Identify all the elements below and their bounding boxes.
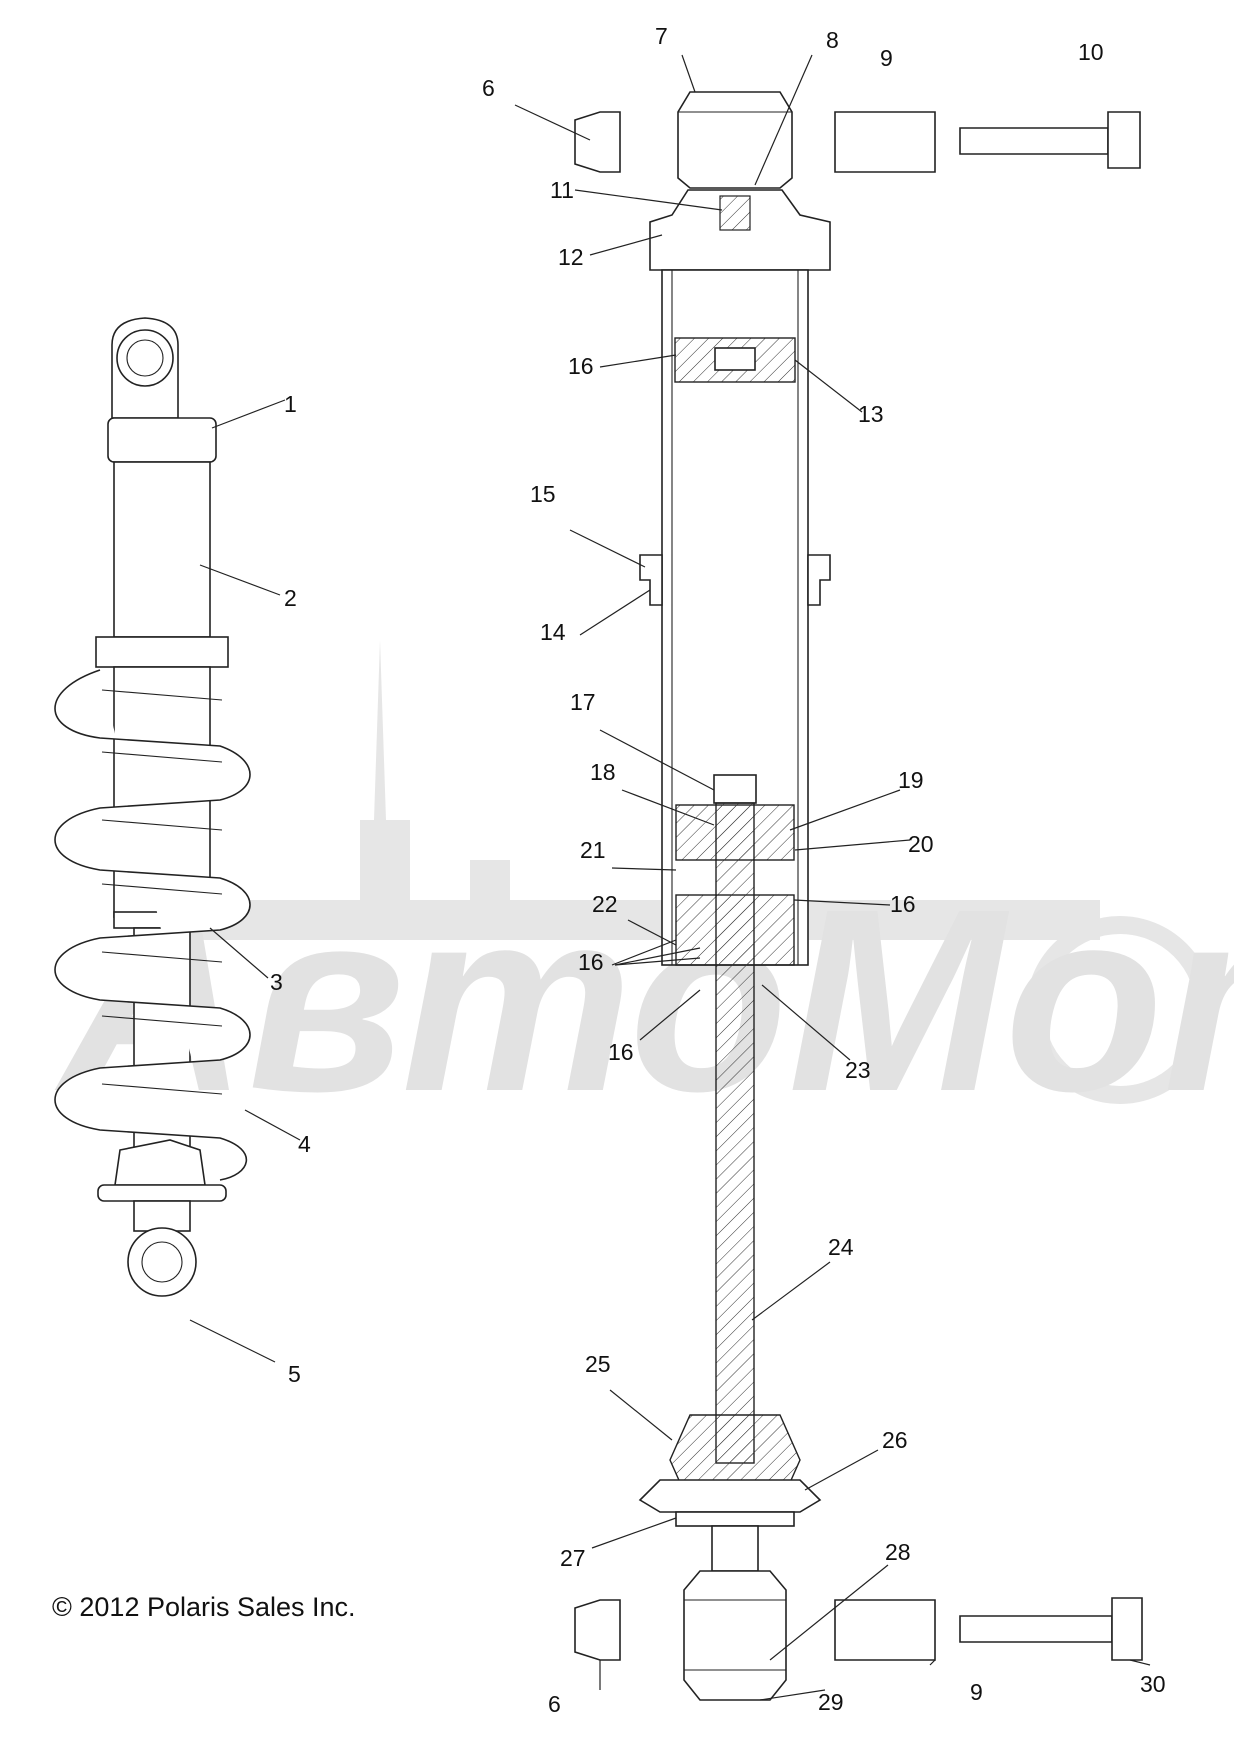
clip-left	[639, 554, 663, 606]
exploded-shock	[574, 91, 1143, 1701]
watermark-spire	[374, 640, 386, 820]
callout-21: 21	[580, 837, 606, 863]
washer	[675, 1511, 795, 1527]
bottom-spring-seat	[114, 1139, 206, 1186]
assembled-shock	[54, 317, 251, 1297]
callout-30: 30	[1140, 1671, 1166, 1697]
bolt-head-top	[1107, 111, 1141, 169]
callout-12: 12	[558, 244, 584, 270]
callout-11: 11	[550, 177, 574, 203]
callout-4: 4	[298, 1131, 311, 1157]
bolt-shank-top	[959, 127, 1109, 155]
callout-28: 28	[885, 1539, 911, 1565]
callout-25: 25	[585, 1351, 611, 1377]
top-eye-bushing	[677, 91, 793, 189]
flange-nut-top	[574, 111, 621, 173]
piston-nut	[713, 774, 757, 804]
callout-17: 17	[570, 689, 596, 715]
shock-body	[113, 461, 211, 638]
callout-19: 19	[898, 767, 924, 793]
callout-16-c: 16	[578, 949, 604, 975]
lower-eyelet-neck	[133, 1200, 191, 1232]
spring-retainer-top	[95, 636, 229, 668]
callout-26: 26	[882, 1427, 908, 1453]
callout-8: 8	[826, 27, 839, 53]
callout-2: 2	[284, 585, 297, 611]
callout-16-a: 16	[568, 353, 594, 379]
piston-rod	[715, 802, 755, 1464]
callout-15: 15	[530, 481, 556, 507]
callout-9-bottom: 9	[970, 1679, 983, 1705]
callout-6-bottom: 6	[548, 1691, 561, 1717]
callout-22: 22	[592, 891, 618, 917]
bolt-shank-bottom	[959, 1615, 1113, 1643]
callout-7: 7	[655, 23, 668, 49]
callout-3: 3	[270, 969, 283, 995]
copyright-notice: © 2012 Polaris Sales Inc.	[52, 1592, 356, 1622]
callouts: 1 2 3 4 5 6 7 8 9 10 11 12 16 13 15 14 1…	[270, 23, 1166, 1717]
leader-lines	[189, 54, 1151, 1701]
valve-insert	[719, 195, 751, 231]
callout-5: 5	[288, 1361, 301, 1387]
bolt-head-bottom	[1111, 1597, 1143, 1661]
spacer-top	[834, 111, 936, 173]
reservoir-cap	[107, 417, 217, 463]
callout-27: 27	[560, 1545, 586, 1571]
lower-eye	[683, 1570, 787, 1701]
callout-14: 14	[540, 619, 566, 645]
callout-10: 10	[1078, 39, 1104, 65]
callout-13: 13	[858, 401, 884, 427]
flange-nut-bottom	[574, 1599, 621, 1661]
coil-spring	[54, 669, 251, 1181]
callout-29: 29	[818, 1689, 844, 1715]
callout-20: 20	[908, 831, 934, 857]
callout-6-top: 6	[482, 75, 495, 101]
callout-16-b: 16	[890, 891, 916, 917]
callout-9-top: 9	[880, 45, 893, 71]
spacer-bottom	[834, 1599, 936, 1661]
callout-18: 18	[590, 759, 616, 785]
watermark-wheel	[1026, 916, 1214, 1104]
callout-1: 1	[284, 391, 297, 417]
spring-seat-lower	[638, 1479, 822, 1513]
lower-eyelet	[127, 1227, 197, 1297]
callout-23: 23	[845, 1057, 871, 1083]
callout-16-d: 16	[608, 1039, 634, 1065]
callout-24: 24	[828, 1234, 854, 1260]
clip-right	[807, 554, 831, 606]
